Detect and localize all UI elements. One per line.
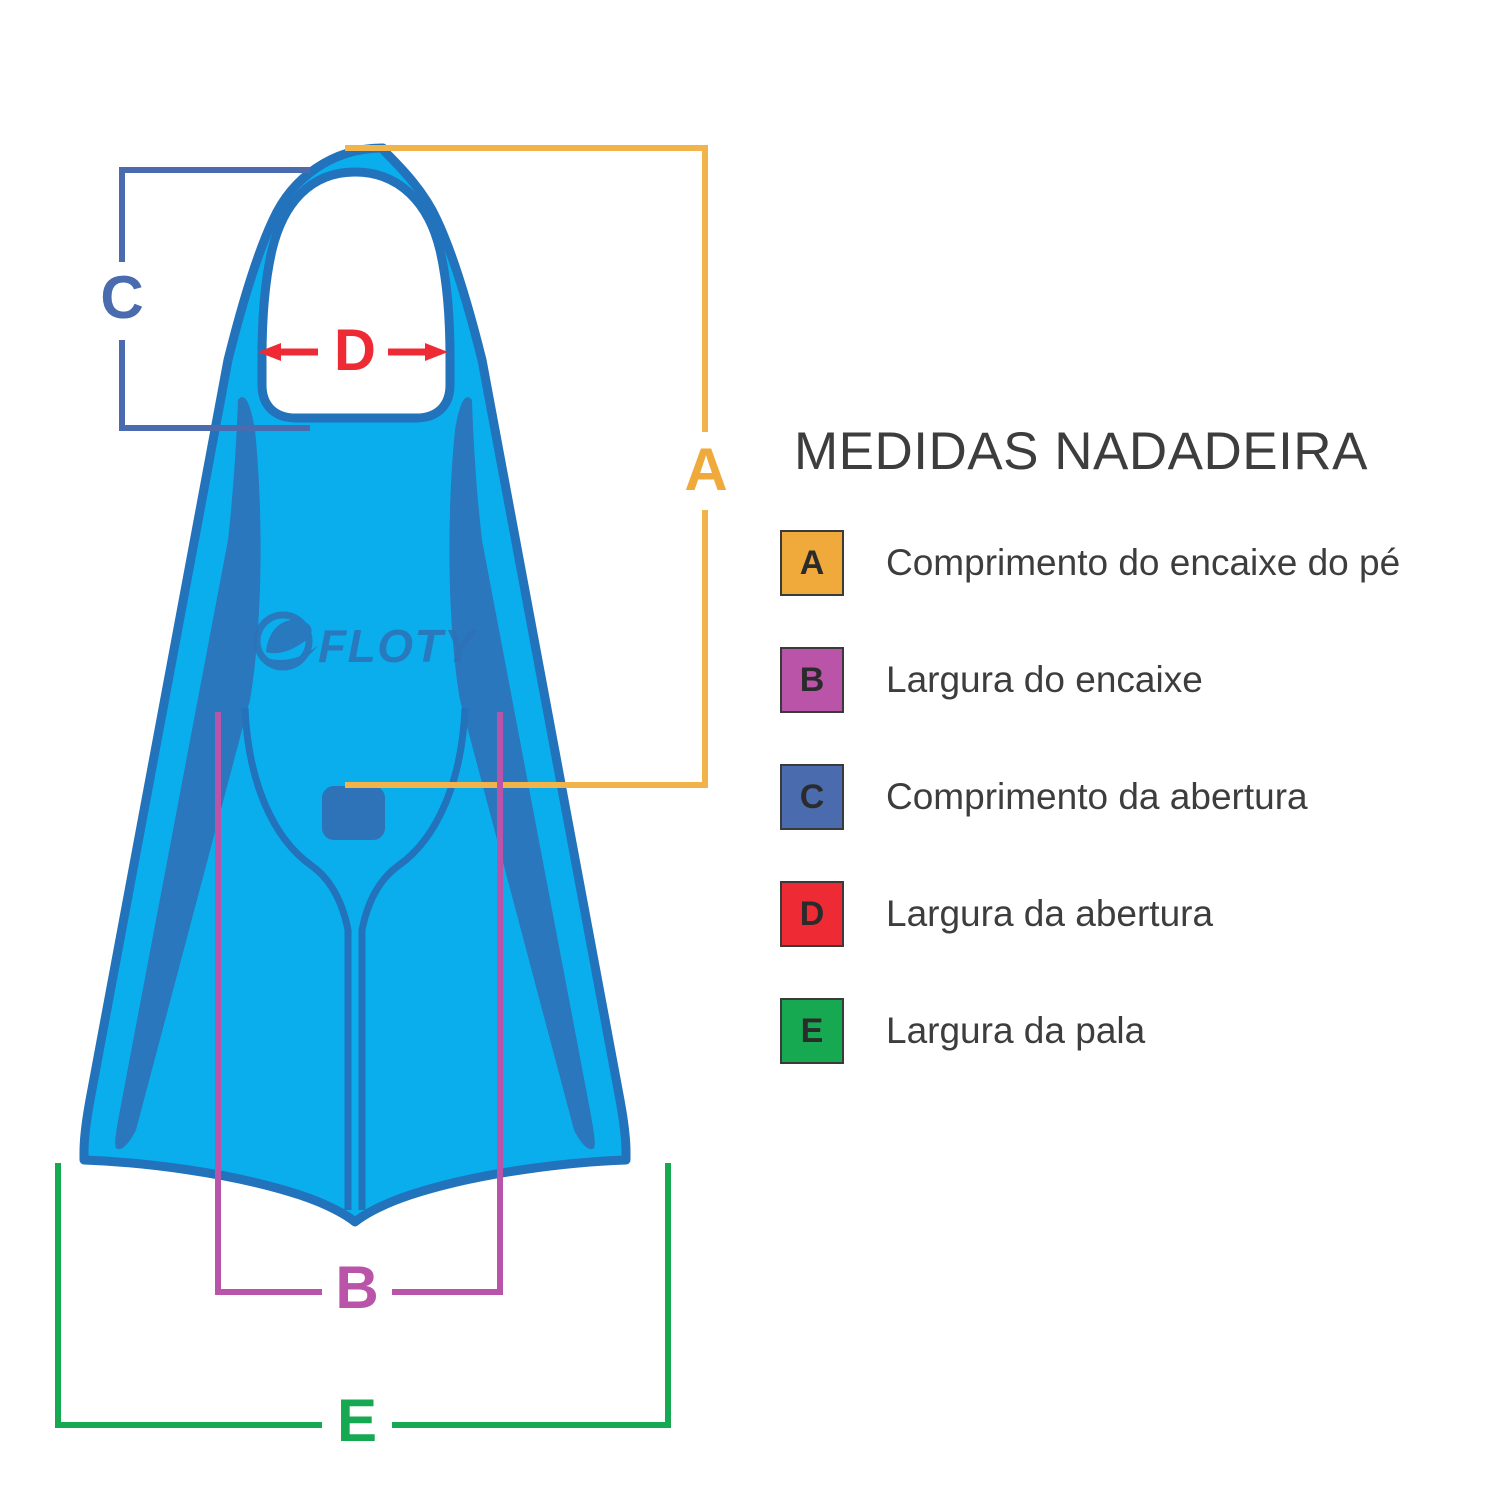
dimension-label-b: B: [335, 1254, 379, 1321]
dimension-bracket-a: [345, 145, 708, 788]
foot-opening: [257, 167, 455, 423]
legend-swatch-c: C: [780, 764, 844, 830]
dimension-label-e: E: [336, 1387, 378, 1454]
dimension-label-a: A: [684, 436, 728, 503]
dimension-bracket-e: [55, 1163, 671, 1428]
instep-contour: [241, 707, 469, 1210]
brand-wordmark: FLOTY: [318, 620, 479, 672]
legend-swatch-e: E: [780, 998, 844, 1064]
dimension-bracket-c: [119, 167, 310, 431]
legend-label-c: Comprimento da abertura: [886, 776, 1308, 817]
fin-graphic: FLOTY: [79, 143, 631, 1227]
fin-rib-right: [449, 397, 595, 1150]
dimension-bracket-b: [215, 712, 503, 1295]
legend-label-b: Largura do encaixe: [886, 659, 1203, 700]
legend-item-a: A Comprimento do encaixe do pé: [780, 530, 1480, 596]
legend-label-d: Largura da abertura: [886, 893, 1214, 934]
legend-panel: MEDIDAS NADADEIRA A Comprimento do encai…: [780, 425, 1480, 1115]
dimension-label-c: C: [100, 264, 144, 331]
legend-item-c: C Comprimento da abertura: [780, 764, 1480, 830]
legend-label-a: Comprimento do encaixe do pé: [886, 542, 1401, 583]
dimension-arrow-d: [258, 343, 448, 361]
legend-item-e: E Largura da pala: [780, 998, 1480, 1064]
legend-swatch-a: A: [780, 530, 844, 596]
legend-label-e: Largura da pala: [886, 1010, 1146, 1051]
dimension-label-d: D: [334, 318, 376, 383]
fin-rib-left: [115, 397, 261, 1150]
buckle-tab: [322, 786, 385, 840]
legend-item-d: D Largura da abertura: [780, 881, 1480, 947]
page-title: MEDIDAS NADADEIRA: [794, 422, 1368, 481]
legend-swatch-b: B: [780, 647, 844, 713]
legend-item-b: B Largura do encaixe: [780, 647, 1480, 713]
brand-logo: FLOTY: [253, 611, 479, 672]
legend-swatch-d: D: [780, 881, 844, 947]
